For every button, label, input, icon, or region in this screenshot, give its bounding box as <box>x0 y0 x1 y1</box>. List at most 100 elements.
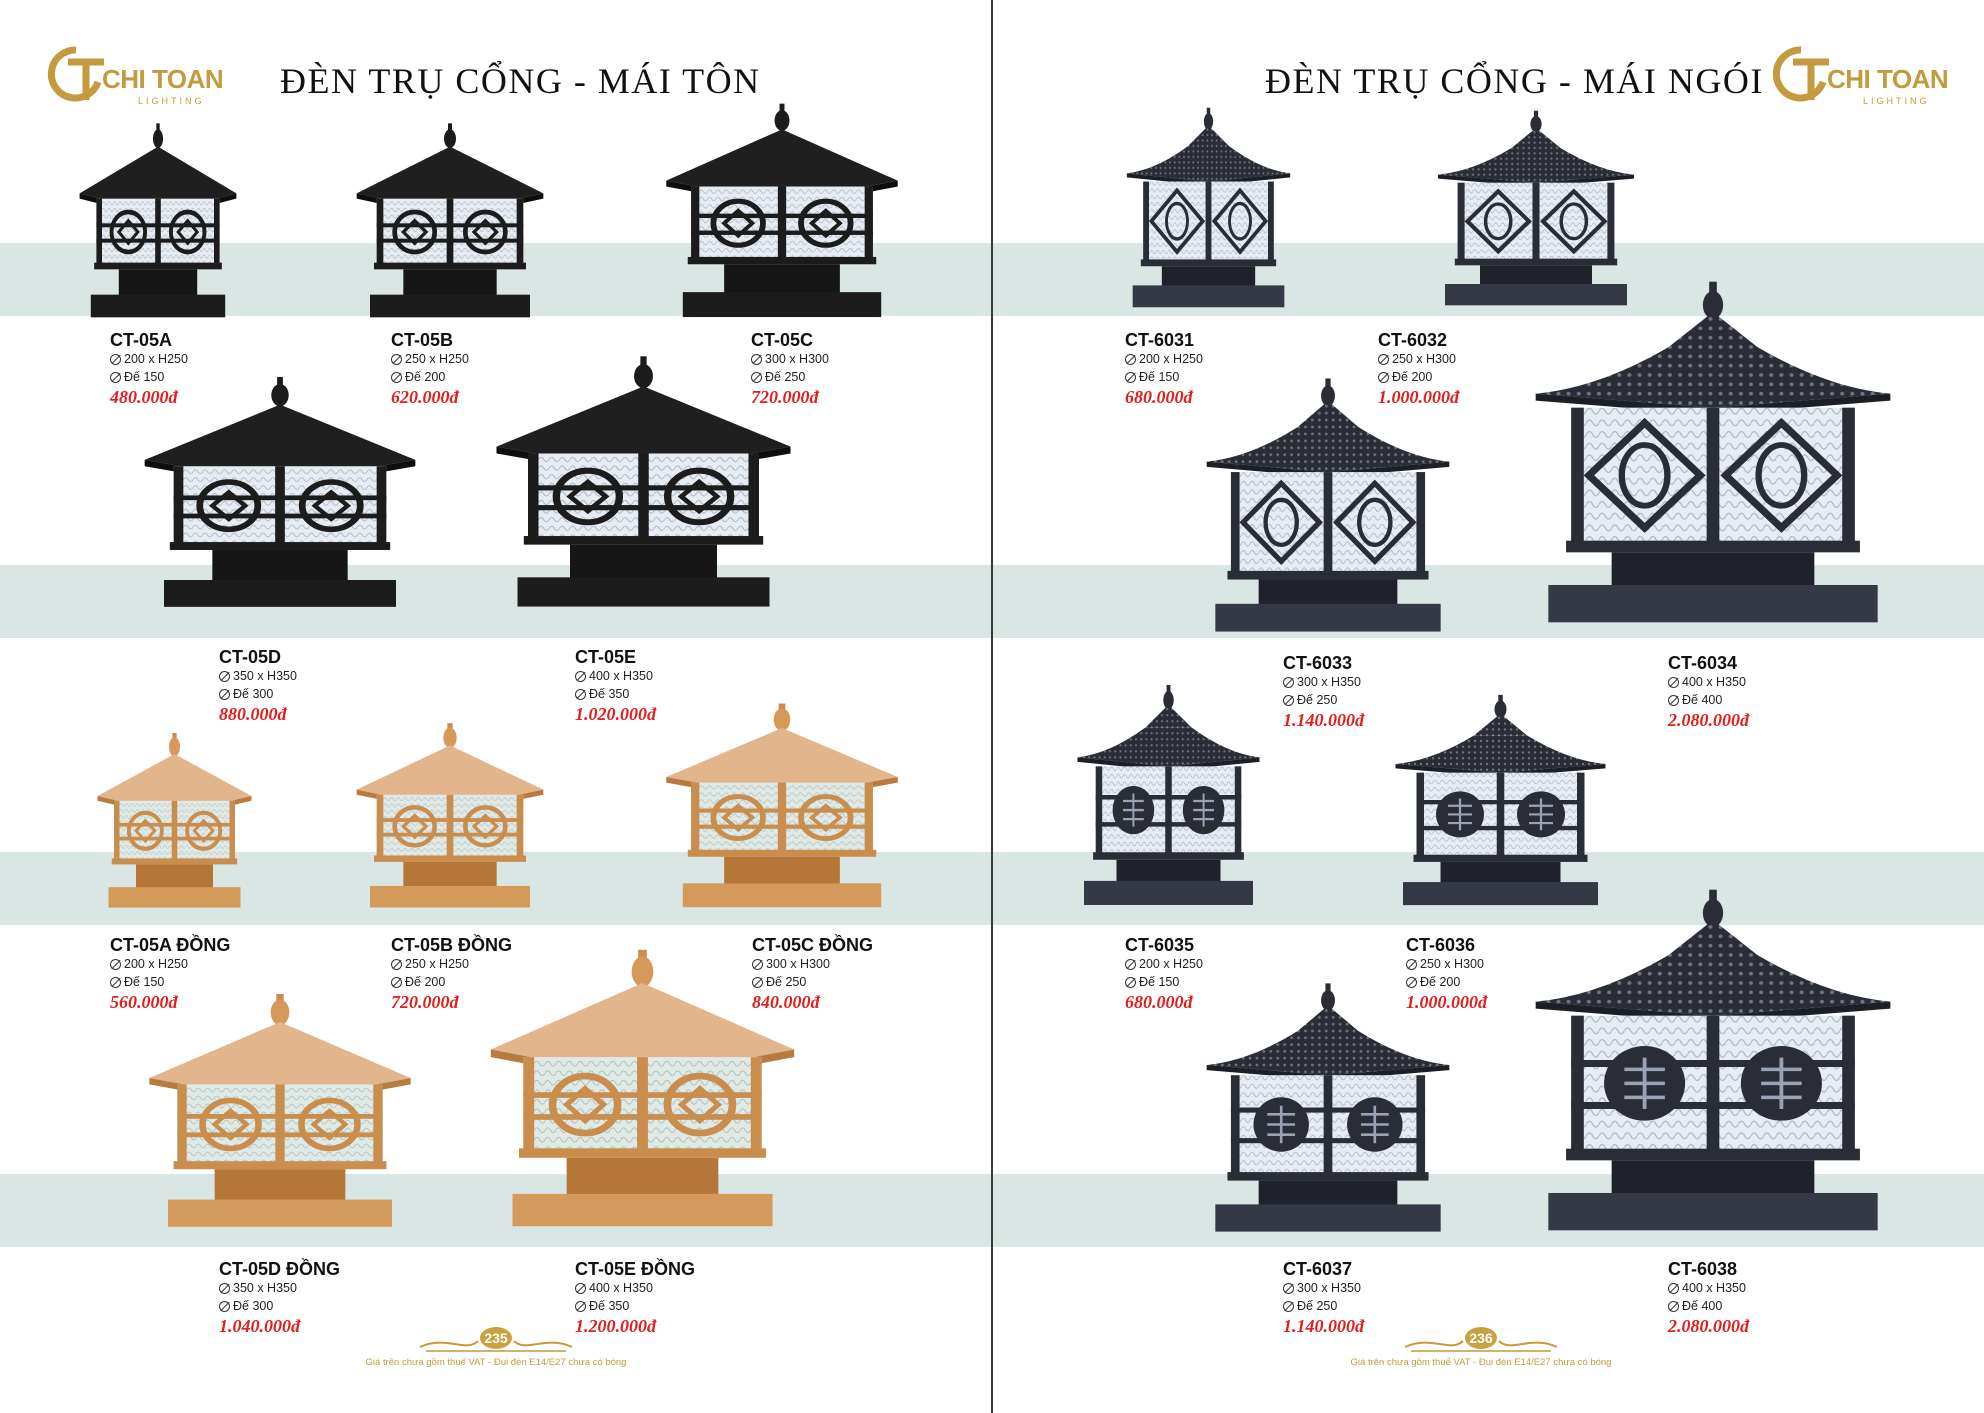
product-size: 350 x H350 <box>219 667 469 685</box>
lamp-ct-05d <box>135 373 425 610</box>
product-base: Đế 300 <box>219 685 469 703</box>
diameter-icon <box>219 1282 230 1294</box>
product-code: CT-6035 <box>1125 935 1195 955</box>
product-base: Đế 150 <box>1125 973 1375 991</box>
diameter-icon <box>1125 958 1136 970</box>
diameter-icon <box>1283 676 1294 688</box>
diameter-icon <box>1283 1282 1294 1294</box>
product-label: CT-6038 400 x H350 Đế 400 2.080.000đ <box>1668 1259 1918 1337</box>
product-base: Đế 350 <box>575 1297 825 1315</box>
product-code: CT-05B <box>391 330 454 350</box>
logo-name: CHI TOAN <box>1827 64 1949 94</box>
product-price: 2.080.000đ <box>1668 710 1749 730</box>
product-label: CT-6033 300 x H350 Đế 250 1.140.000đ <box>1283 653 1533 731</box>
product-size: 300 x H300 <box>751 350 991 368</box>
diameter-icon <box>110 353 121 365</box>
product-price: 1.140.000đ <box>1283 1316 1364 1336</box>
diameter-icon <box>575 688 586 700</box>
diameter-icon <box>1668 694 1679 706</box>
diameter-icon <box>1668 1282 1679 1294</box>
diameter-icon <box>110 958 121 970</box>
product-label: CT-05E ĐỒNG 400 x H350 Đế 350 1.200.000đ <box>575 1259 825 1337</box>
product-size: 400 x H350 <box>575 1279 825 1297</box>
product-base: Đế 150 <box>110 973 360 991</box>
lamp-ct-05a-dong <box>92 730 257 910</box>
product-base: Đế 200 <box>1378 368 1628 386</box>
diameter-icon <box>110 371 121 383</box>
page-number: 236 <box>1465 1327 1497 1349</box>
product-label: CT-05A ĐỒNG 200 x H250 Đế 150 560.000đ <box>110 935 360 1013</box>
product-price: 1.140.000đ <box>1283 710 1364 730</box>
product-base: Đế 200 <box>391 368 641 386</box>
logo-mark-icon <box>47 46 104 102</box>
background-band <box>0 1174 991 1247</box>
lamp-ct-05c <box>658 100 906 320</box>
product-base: Đế 400 <box>1668 691 1918 709</box>
diameter-icon <box>391 958 402 970</box>
footer-ornament: 235 <box>346 1325 646 1355</box>
footer-note: Giá trên chưa gồm thuế VAT - Đui đèn E14… <box>365 1357 627 1368</box>
product-code: CT-6033 <box>1283 653 1353 673</box>
product-base: Đế 200 <box>1406 973 1656 991</box>
product-label: CT-6035 200 x H250 Đế 150 680.000đ <box>1125 935 1375 1013</box>
lamp-ct-6037 <box>1198 980 1458 1235</box>
product-label: CT-6036 250 x H300 Đế 200 1.000.000đ <box>1406 935 1656 1013</box>
product-code: CT-05D <box>219 647 282 667</box>
product-label: CT-6032 250 x H300 Đế 200 1.000.000đ <box>1378 330 1628 408</box>
product-code: CT-05A <box>110 330 173 350</box>
diameter-icon <box>1378 371 1389 383</box>
product-code: CT-6036 <box>1406 935 1476 955</box>
product-base: Đế 350 <box>575 685 825 703</box>
diameter-icon <box>219 670 230 682</box>
product-code: CT-05C ĐỒNG <box>752 935 874 955</box>
diameter-icon <box>1378 353 1389 365</box>
product-size: 350 x H350 <box>219 1279 469 1297</box>
product-base: Đế 300 <box>219 1297 469 1315</box>
diameter-icon <box>391 976 402 988</box>
product-price: 1.040.000đ <box>219 1316 300 1336</box>
lamp-ct-6033 <box>1198 375 1458 635</box>
product-label: CT-05E 400 x H350 Đế 350 1.020.000đ <box>575 647 825 725</box>
product-base: Đế 250 <box>1283 1297 1533 1315</box>
product-price: 2.080.000đ <box>1668 1316 1749 1336</box>
product-base: Đế 250 <box>751 368 991 386</box>
logo-subtitle: LIGHTING <box>1863 96 1930 106</box>
product-price: 680.000đ <box>1125 992 1193 1012</box>
diameter-icon <box>1283 694 1294 706</box>
diameter-icon <box>1668 676 1679 688</box>
diameter-icon <box>575 670 586 682</box>
product-base: Đế 400 <box>1668 1297 1918 1315</box>
product-size: 300 x H300 <box>752 955 991 973</box>
product-code: CT-05C <box>751 330 814 350</box>
product-code: CT-05E <box>575 647 637 667</box>
diameter-icon <box>751 353 762 365</box>
ornament-icon <box>1404 1340 1558 1352</box>
brand-logo: CHI TOAN LIGHTING <box>1771 44 1949 114</box>
product-price: 880.000đ <box>219 704 287 724</box>
product-price: 720.000đ <box>391 992 459 1012</box>
product-size: 300 x H350 <box>1283 1279 1533 1297</box>
lamp-ct-05d-dong <box>140 990 420 1230</box>
product-price: 680.000đ <box>1125 387 1193 407</box>
product-price: 1.000.000đ <box>1406 992 1487 1012</box>
product-size: 400 x H350 <box>1668 1279 1918 1297</box>
diameter-icon <box>1283 1300 1294 1312</box>
lamp-ct-05b <box>350 120 550 320</box>
product-base: Đế 200 <box>391 973 641 991</box>
product-label: CT-05B 250 x H250 Đế 200 620.000đ <box>391 330 641 408</box>
product-price: 480.000đ <box>110 387 178 407</box>
diameter-icon <box>575 1282 586 1294</box>
diameter-icon <box>751 371 762 383</box>
product-label: CT-05A 200 x H250 Đế 150 480.000đ <box>110 330 360 408</box>
diameter-icon <box>1406 976 1417 988</box>
diameter-icon <box>1125 371 1136 383</box>
product-label: CT-05B ĐỒNG 250 x H250 Đế 200 720.000đ <box>391 935 641 1013</box>
product-code: CT-6037 <box>1283 1259 1353 1279</box>
product-base: Đế 150 <box>110 368 360 386</box>
spine-divider <box>991 0 993 1413</box>
diameter-icon <box>219 688 230 700</box>
product-label: CT-05D 350 x H350 Đế 300 880.000đ <box>219 647 469 725</box>
product-size: 200 x H250 <box>110 955 360 973</box>
diameter-icon <box>391 371 402 383</box>
product-size: 300 x H350 <box>1283 673 1533 691</box>
